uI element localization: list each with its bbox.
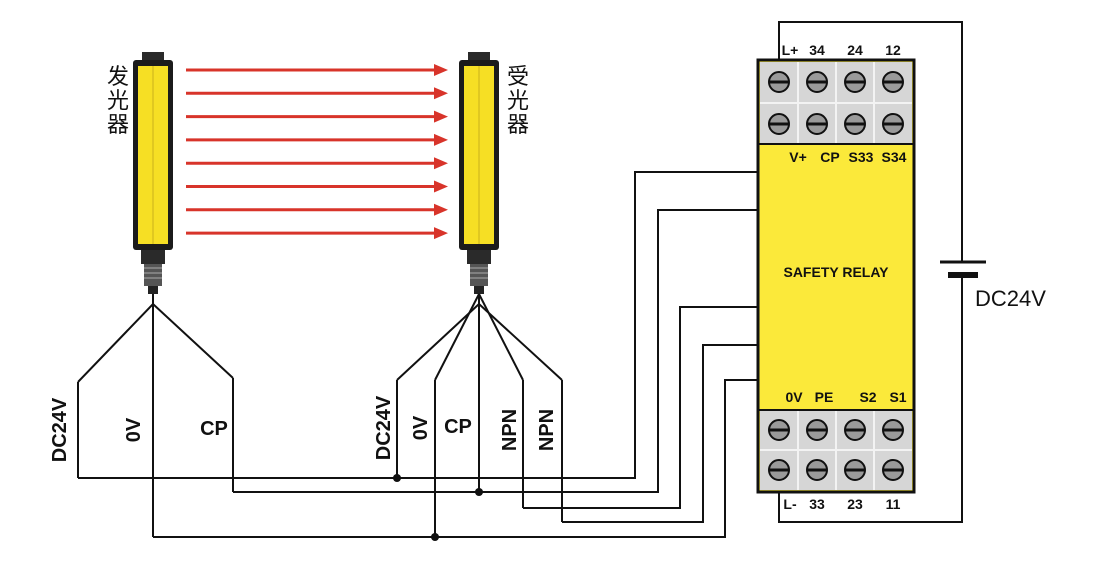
- relay-bottom-terminal-4: 11: [886, 496, 901, 512]
- terminal-screw: [806, 113, 828, 135]
- relay-title: SAFETY RELAY: [783, 264, 889, 280]
- beam-arrow: [186, 157, 448, 170]
- relay-top-terminal-1: L+: [782, 42, 799, 58]
- emitter-wire-label-0v: 0V: [123, 417, 145, 442]
- safety-relay: [756, 58, 916, 494]
- beam-arrow: [186, 203, 448, 216]
- power-supply-label: DC24V: [975, 286, 1046, 311]
- junction-dots: [393, 474, 483, 541]
- receiver-label-1: 受: [507, 65, 529, 90]
- battery-symbol: [940, 260, 986, 278]
- relay-lower-label-3: S2: [859, 389, 876, 405]
- terminal-screw: [844, 419, 866, 441]
- terminal-screw: [768, 459, 790, 481]
- relay-upper-label-3: S33: [849, 149, 874, 165]
- receiver-label-2: 光: [507, 89, 529, 114]
- relay-upper-label-2: CP: [820, 149, 839, 165]
- relay-bottom-terminal-2: 33: [809, 496, 825, 512]
- terminal-screw: [882, 459, 904, 481]
- emitter: [133, 52, 173, 294]
- relay-upper-label-1: V+: [789, 149, 807, 165]
- emitter-wire-label-cp: CP: [200, 418, 228, 440]
- relay-top-terminal-2: 34: [809, 42, 825, 58]
- terminal-screw: [844, 71, 866, 93]
- relay-upper-label-4: S34: [882, 149, 907, 165]
- terminal-screw: [806, 459, 828, 481]
- terminal-screw: [806, 71, 828, 93]
- receiver-wire-label-0v: 0V: [410, 415, 432, 440]
- relay-bottom-terminal-1: L-: [783, 496, 797, 512]
- beam-arrow: [186, 87, 448, 100]
- receiver-wire-label-npn-2: NPN: [536, 409, 558, 451]
- emitter-label-1: 发: [107, 65, 129, 90]
- relay-top-terminal-4: 12: [885, 42, 901, 58]
- light-beams: [186, 64, 448, 240]
- terminal-screw: [806, 419, 828, 441]
- terminal-screw: [882, 419, 904, 441]
- receiver-wire-label-dc24v: DC24V: [373, 395, 395, 460]
- terminal-screw: [882, 71, 904, 93]
- beam-arrow: [186, 180, 448, 193]
- relay-lower-label-2: PE: [815, 389, 834, 405]
- receiver-wire-label-npn-1: NPN: [499, 409, 521, 451]
- receiver-wire-label-cp: CP: [444, 416, 472, 438]
- wires: [77, 21, 963, 538]
- receiver: [459, 52, 499, 294]
- terminal-screws: [768, 71, 904, 481]
- beam-arrow: [186, 64, 448, 76]
- terminal-screw: [768, 419, 790, 441]
- terminal-screw: [882, 113, 904, 135]
- relay-lower-label-1: 0V: [785, 389, 803, 405]
- beam-arrow: [186, 133, 448, 146]
- emitter-label-3: 器: [107, 113, 129, 138]
- relay-top-terminal-3: 24: [847, 42, 863, 58]
- beam-arrow: [186, 227, 448, 240]
- terminal-screw: [768, 71, 790, 93]
- relay-bottom-terminal-3: 23: [847, 496, 863, 512]
- emitter-label-2: 光: [107, 89, 129, 114]
- emitter-wire-label-dc24v: DC24V: [49, 397, 71, 462]
- beam-arrow: [186, 110, 448, 123]
- relay-lower-label-4: S1: [889, 389, 906, 405]
- receiver-label-3: 器: [507, 113, 529, 138]
- terminal-screw: [844, 113, 866, 135]
- terminal-screw: [768, 113, 790, 135]
- terminal-screw: [844, 459, 866, 481]
